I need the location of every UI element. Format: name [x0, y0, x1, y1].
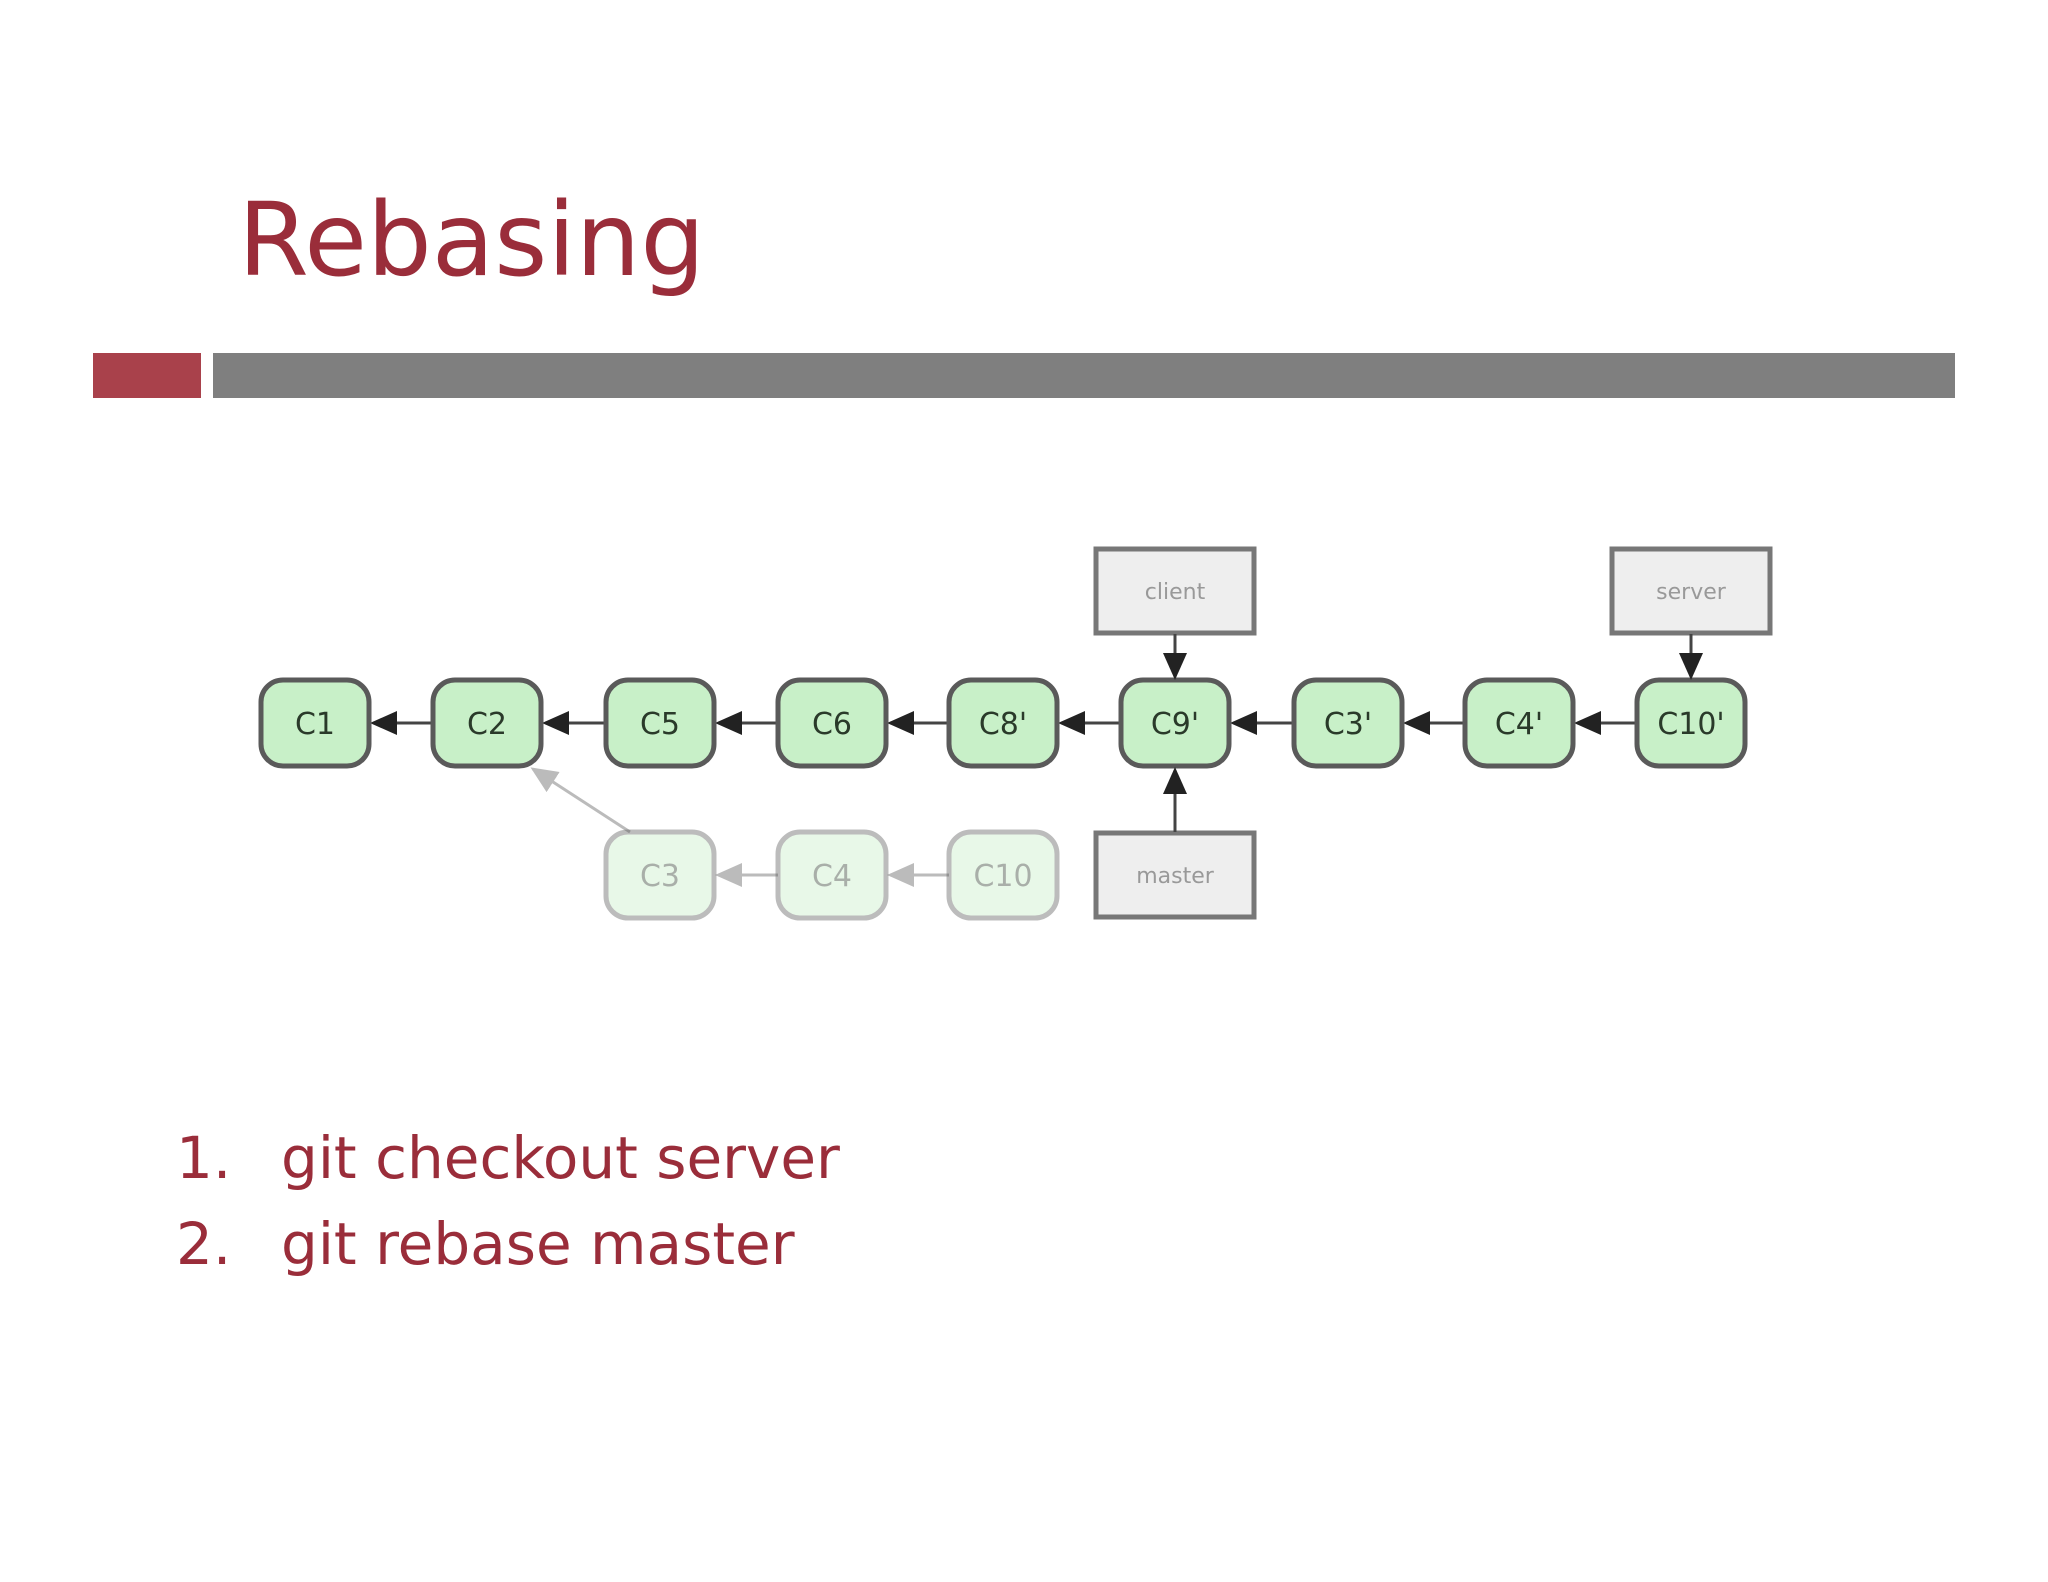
parent-arrow-old: [530, 767, 631, 834]
slide-title: Rebasing: [238, 181, 706, 300]
svg-text:master: master: [1136, 864, 1215, 889]
svg-text:C10': C10': [1657, 707, 1724, 742]
accent-bar: [93, 353, 201, 398]
svg-text:C2: C2: [467, 707, 507, 742]
svg-text:C1: C1: [295, 707, 335, 742]
commit-node: C3': [1291, 677, 1405, 769]
old-commit-node: C3: [603, 829, 717, 921]
commit-node: C1: [258, 677, 372, 769]
branch-client: client: [1093, 546, 1257, 636]
svg-text:C8': C8': [979, 707, 1027, 742]
commit-node: C9': [1118, 677, 1232, 769]
commit-node: C4': [1462, 677, 1576, 769]
svg-text:C9': C9': [1151, 707, 1199, 742]
branch-master: master: [1093, 830, 1257, 920]
svg-text:C5: C5: [640, 707, 680, 742]
svg-text:C4': C4': [1495, 707, 1543, 742]
svg-text:C4: C4: [812, 859, 852, 894]
branch-server: server: [1609, 546, 1773, 636]
step-text: git rebase master: [281, 1210, 795, 1278]
commit-node: C5: [603, 677, 717, 769]
old-commit-node: C4: [775, 829, 889, 921]
commit-node: C10': [1634, 677, 1748, 769]
step-item: 1. git checkout server: [176, 1115, 840, 1201]
step-number: 1.: [176, 1124, 232, 1192]
steps-list: 1. git checkout server 2. git rebase maste…: [176, 1115, 840, 1287]
svg-text:server: server: [1656, 580, 1727, 605]
svg-text:C10: C10: [973, 859, 1032, 894]
commit-node: C8': [946, 677, 1060, 769]
commit-node: C6: [775, 677, 889, 769]
svg-text:C3': C3': [1324, 707, 1372, 742]
svg-text:client: client: [1145, 580, 1206, 605]
svg-text:C6: C6: [812, 707, 852, 742]
old-commit-node: C10: [946, 829, 1060, 921]
step-text: git checkout server: [281, 1124, 840, 1192]
step-item: 2. git rebase master: [176, 1201, 840, 1287]
commit-node: C2: [430, 677, 544, 769]
svg-text:C3: C3: [640, 859, 680, 894]
title-rule: [213, 353, 1955, 398]
step-number: 2.: [176, 1210, 232, 1278]
